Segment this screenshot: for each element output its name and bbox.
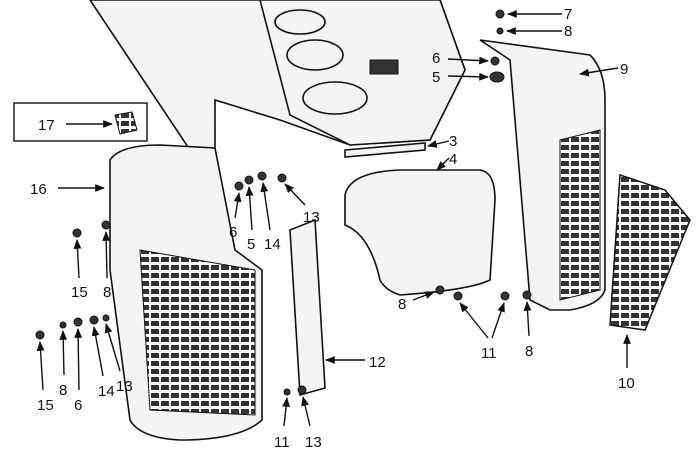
part-17-inset xyxy=(13,102,148,142)
callout-13: 13 xyxy=(305,434,322,451)
callout-5: 5 xyxy=(432,69,440,86)
callout-13: 13 xyxy=(116,378,133,395)
callout-16: 16 xyxy=(30,181,47,198)
callout-12: 12 xyxy=(369,354,386,371)
callout-8: 8 xyxy=(564,23,572,40)
callout-8: 8 xyxy=(59,382,67,399)
callout-4: 4 xyxy=(449,151,457,168)
callout-8: 8 xyxy=(103,284,111,301)
callout-11: 11 xyxy=(274,434,290,451)
callout-6: 6 xyxy=(432,50,440,67)
callout-15: 15 xyxy=(37,397,54,414)
callout-9: 9 xyxy=(620,61,628,78)
callout-10: 10 xyxy=(618,375,635,392)
callout-14: 14 xyxy=(264,236,281,253)
part-10-grille xyxy=(609,173,691,331)
callout-7: 7 xyxy=(564,6,572,23)
callout-3: 3 xyxy=(449,133,457,150)
callout-6: 6 xyxy=(74,397,82,414)
callout-14: 14 xyxy=(98,383,115,400)
callout-6: 6 xyxy=(229,224,237,241)
hood xyxy=(89,0,466,191)
part-9-right-side-panel xyxy=(479,39,606,311)
callout-8: 8 xyxy=(525,343,533,360)
hardware xyxy=(35,9,532,396)
callout-11: 11 xyxy=(481,345,497,362)
part-16-left-side-panel xyxy=(109,144,263,441)
callout-8: 8 xyxy=(398,296,406,313)
callout-17: 17 xyxy=(38,117,55,134)
part-12-strip xyxy=(289,218,326,397)
callout-labels: 7 8 6 5 9 3 4 17 16 6 5 14 13 15 8 8 11 … xyxy=(30,6,635,451)
part-4-nose-cover xyxy=(344,169,496,296)
callout-5: 5 xyxy=(247,236,255,253)
part-3-strip xyxy=(344,142,426,158)
callout-15: 15 xyxy=(71,284,88,301)
callout-13: 13 xyxy=(303,209,320,226)
leader-lines xyxy=(36,10,631,427)
